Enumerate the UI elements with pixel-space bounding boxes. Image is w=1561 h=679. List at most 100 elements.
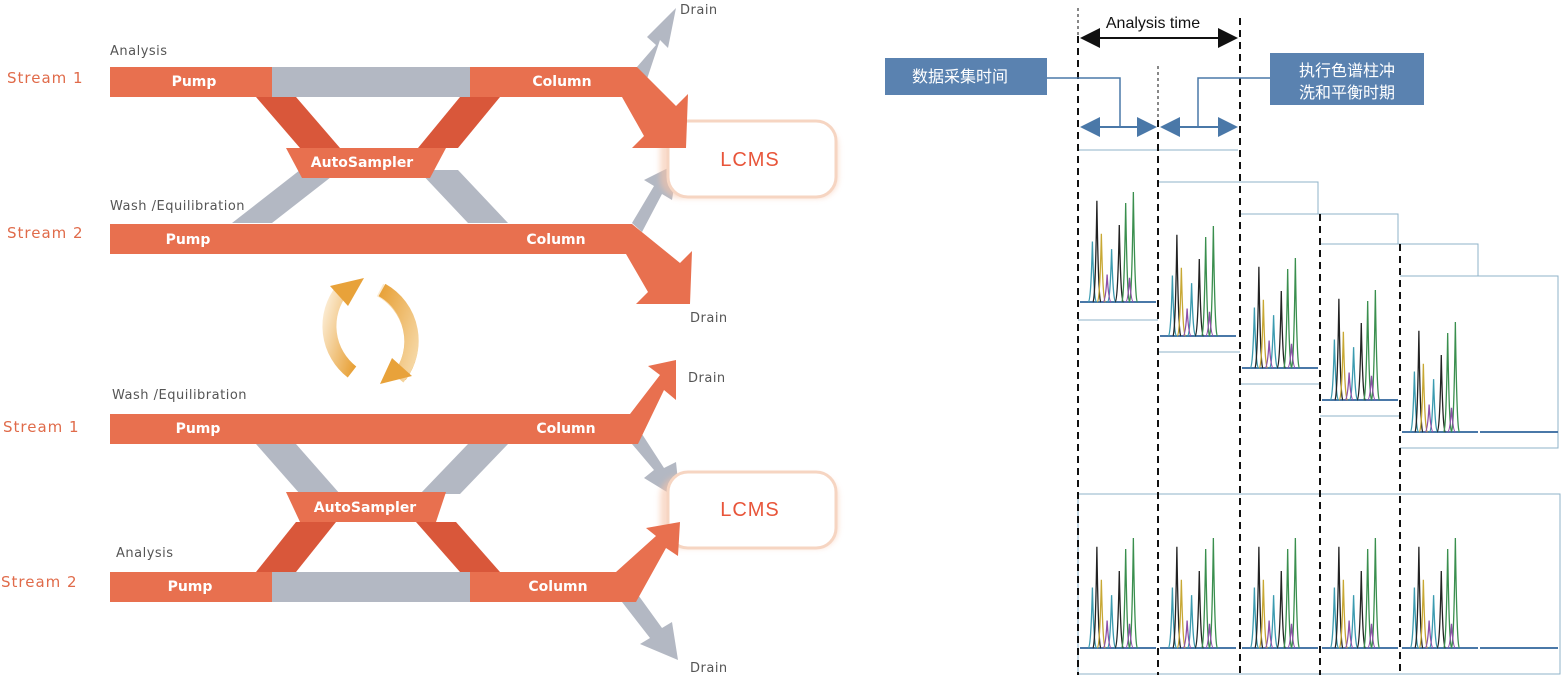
bottom-column2-label: Column bbox=[528, 579, 587, 595]
bottom-autosampler-block bbox=[286, 492, 446, 522]
trace-peak bbox=[1329, 339, 1340, 401]
trace-peak bbox=[1356, 570, 1366, 649]
top-stream2-mode: Wash /Equilibration bbox=[110, 199, 245, 214]
bottom-connector-as-to-col1 bbox=[420, 444, 508, 494]
trace-peak bbox=[1424, 404, 1434, 433]
trace-peak bbox=[1194, 570, 1204, 649]
trace-peak bbox=[1447, 623, 1456, 649]
wash-period-label-line2: 洗和平衡时期 bbox=[1299, 83, 1395, 102]
bottom-stream2-mode: Analysis bbox=[116, 546, 174, 561]
trace-peak bbox=[1167, 587, 1178, 649]
bottom-stream2-column-to-lcms bbox=[470, 522, 680, 602]
bottom-panel: LCMS Stream 1 Stream 2 Wash /Equilibrati… bbox=[1, 360, 838, 676]
trace-peak bbox=[1356, 322, 1366, 401]
trace-peak bbox=[1436, 354, 1446, 433]
top-stream1-column-to-lcms bbox=[470, 67, 688, 148]
bottom-drain-lower-label: Drain bbox=[690, 661, 728, 676]
top-panel: LCMS Stream 1 Stream 2 Analysis Wash /Eq… bbox=[7, 3, 838, 326]
trace-peak bbox=[1418, 579, 1429, 649]
top-drain-lower-label: Drain bbox=[690, 311, 728, 326]
frame-5 bbox=[1400, 275, 1559, 449]
top-stream1-mode: Analysis bbox=[110, 44, 168, 59]
trace-peak bbox=[1114, 570, 1124, 649]
trace-peak bbox=[1338, 579, 1349, 649]
trace-peak bbox=[1102, 274, 1112, 303]
chromatogram-traces bbox=[1080, 191, 1558, 649]
bottom-column1-label: Column bbox=[536, 421, 595, 437]
analysis-time-label: Analysis time bbox=[1106, 15, 1200, 32]
frame-4-top bbox=[1320, 243, 1479, 276]
top-stream1-label: Stream 1 bbox=[7, 69, 84, 87]
top-lcms-label: LCMS bbox=[720, 149, 780, 171]
trace-peak bbox=[1125, 277, 1134, 303]
trace-peak bbox=[1264, 340, 1274, 369]
bottom-pump1-label: Pump bbox=[176, 421, 221, 437]
trace-peak bbox=[1182, 308, 1192, 337]
combined-trace-5 bbox=[1402, 537, 1478, 649]
top-bypass-connector bbox=[272, 67, 470, 97]
top-stream2-label: Stream 2 bbox=[7, 224, 84, 242]
staggered-trace-2 bbox=[1160, 225, 1236, 337]
bottom-stream2-pump bbox=[110, 572, 272, 602]
bottom-stream1-mode: Wash /Equilibration bbox=[112, 388, 247, 403]
trace-peak bbox=[1249, 587, 1260, 649]
trace-peak bbox=[1087, 241, 1098, 303]
trace-peak bbox=[1125, 623, 1134, 649]
trace-peak bbox=[1329, 587, 1340, 649]
top-stream2-to-drain bbox=[110, 224, 692, 304]
trace-peak bbox=[1205, 623, 1214, 649]
data-collection-leader bbox=[1047, 77, 1121, 126]
trace-peak bbox=[1258, 579, 1269, 649]
top-connector-as-to-col2 bbox=[418, 170, 508, 223]
wash-period-box bbox=[1270, 53, 1424, 105]
timeline-panel: Analysis time 数据采集时间 执行色谱柱冲 洗和平衡时期 bbox=[885, 8, 1561, 675]
bottom-connector-pump1-to-as bbox=[256, 444, 340, 494]
trace-peak bbox=[1276, 290, 1286, 369]
bottom-stream2-label: Stream 2 bbox=[1, 573, 78, 591]
trace-peak bbox=[1424, 620, 1434, 649]
data-collection-box bbox=[885, 58, 1047, 95]
trace-peak bbox=[1194, 258, 1204, 337]
trace-peak bbox=[1176, 267, 1187, 337]
wash-period-label-line1: 执行色谱柱冲 bbox=[1299, 61, 1395, 80]
top-column1-label: Column bbox=[532, 74, 591, 90]
bottom-connector-as-to-col2 bbox=[416, 522, 500, 572]
combined-trace-3 bbox=[1242, 537, 1318, 649]
top-pump2-label: Pump bbox=[166, 232, 211, 248]
trace-peak bbox=[1096, 233, 1107, 303]
top-autosampler-block bbox=[286, 148, 446, 178]
trace-peak bbox=[1418, 363, 1429, 433]
trace-peak bbox=[1367, 375, 1376, 401]
trace-peak bbox=[1087, 587, 1098, 649]
trace-peak bbox=[1264, 620, 1274, 649]
staggered-trace-3 bbox=[1242, 257, 1318, 369]
bottom-lcms-box bbox=[666, 470, 838, 550]
frame-2-top bbox=[1158, 181, 1319, 214]
staggered-trace-1 bbox=[1080, 191, 1156, 303]
trace-peak bbox=[1409, 371, 1420, 433]
trace-peak bbox=[1167, 275, 1178, 337]
trace-peak bbox=[1436, 570, 1446, 649]
trace-peak bbox=[1287, 343, 1296, 369]
trace-peak bbox=[1344, 372, 1354, 401]
bottom-connector-as-to-pump2 bbox=[256, 522, 336, 572]
trace-peak bbox=[1447, 407, 1456, 433]
frame-3-top bbox=[1240, 213, 1399, 244]
trace-peak bbox=[1276, 570, 1286, 649]
wash-period-leader bbox=[1197, 77, 1270, 126]
bottom-stream1-to-drain bbox=[110, 360, 676, 444]
trace-peak bbox=[1182, 620, 1192, 649]
trace-peak bbox=[1096, 579, 1107, 649]
staggered-trace-5 bbox=[1402, 321, 1478, 433]
bottom-lcms-label: LCMS bbox=[720, 499, 780, 521]
rotate-cycle-icon bbox=[322, 278, 419, 384]
trace-peak bbox=[1258, 299, 1269, 369]
top-lcms-box bbox=[666, 119, 838, 199]
top-connector-as-to-col1 bbox=[418, 97, 500, 148]
time-divider-lines bbox=[1077, 18, 1401, 675]
bottom-stream1-label: Stream 1 bbox=[3, 418, 80, 436]
combined-trace-1 bbox=[1080, 537, 1156, 649]
trace-peak bbox=[1344, 620, 1354, 649]
trace-peak bbox=[1205, 311, 1214, 337]
